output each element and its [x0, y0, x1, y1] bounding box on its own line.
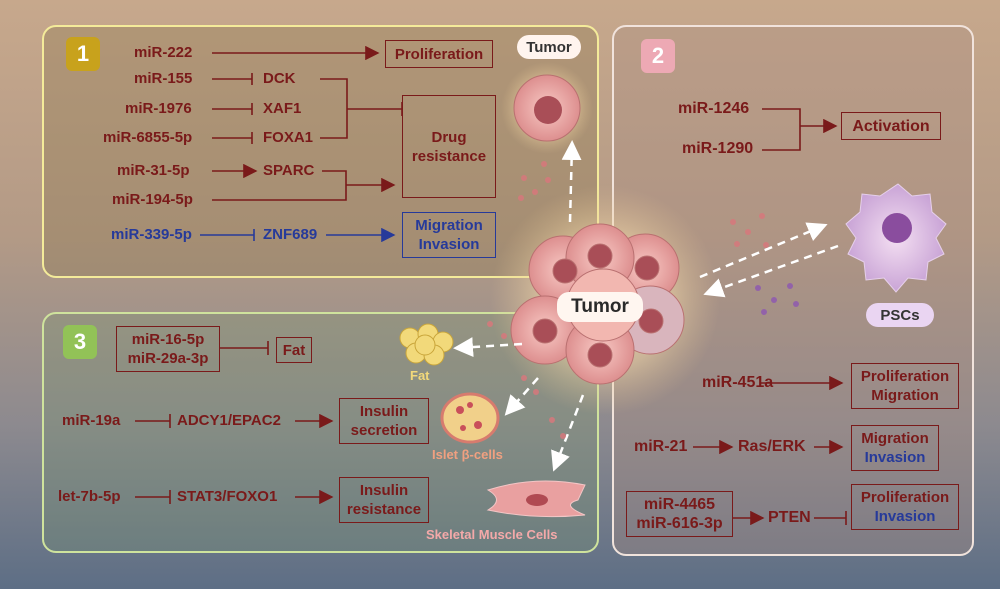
mirna-label: miR-451a	[702, 374, 774, 391]
mirna-label: miR-1976	[125, 100, 192, 117]
outcome-text: Invasion	[418, 236, 480, 253]
outcome-text: Proliferation	[394, 45, 484, 63]
outcome-text: Invasion	[864, 449, 926, 466]
mirna-box: miR-4465 miR-616-3p	[626, 491, 733, 537]
target-label: Ras/ERK	[738, 438, 806, 455]
pscs-label: PSCs	[866, 303, 934, 327]
outcome-text: Fat	[282, 341, 306, 359]
tumor-label: Tumor	[557, 292, 643, 322]
mirna-label: miR-1246	[678, 100, 750, 117]
panel-1-badge: 1	[66, 37, 100, 71]
tumor-label-small: Tumor	[517, 35, 581, 59]
outcome-text: Migration	[861, 430, 929, 447]
mirna-label: miR-339-5p	[111, 226, 192, 243]
panel-1	[42, 25, 599, 278]
outcome-activation: Activation	[841, 112, 941, 140]
mirna-label: miR-222	[134, 44, 193, 61]
outcome-proliferation: Proliferation	[385, 40, 493, 68]
outcome-text: Activation	[852, 117, 930, 135]
islet-cell-icon	[440, 392, 500, 444]
target-label: PTEN	[768, 509, 811, 526]
mirna-label: miR-19a	[62, 412, 121, 429]
mirna-label: miR-4465	[643, 496, 716, 513]
islet-caption: Islet β-cells	[432, 447, 503, 462]
outcome-text: Proliferation	[860, 489, 950, 506]
panel-3-badge: 3	[63, 325, 97, 359]
outcome-text: resistance	[411, 147, 487, 165]
outcome-text: Insulin	[359, 403, 409, 420]
mirna-label: miR-1290	[682, 140, 754, 157]
mirna-label: let-7b-5p	[58, 488, 121, 505]
target-label: STAT3/FOXO1	[177, 488, 278, 505]
outcome-text: resistance	[346, 501, 422, 518]
mirna-label: miR-6855-5p	[103, 129, 193, 146]
mirna-label: miR-29a-3p	[127, 350, 209, 367]
panel-2-badge: 2	[641, 39, 675, 73]
target-label: XAF1	[263, 100, 302, 117]
fat-caption: Fat	[410, 368, 430, 383]
mirna-label: miR-31-5p	[117, 162, 190, 179]
outcome-text: Migration	[871, 387, 939, 404]
mirna-label: miR-155	[134, 70, 193, 87]
outcome-text: Invasion	[874, 508, 936, 525]
target-label: DCK	[263, 70, 296, 87]
target-label: ADCY1/EPAC2	[177, 412, 281, 429]
mirna-label: miR-194-5p	[112, 191, 193, 208]
outcome-text: secretion	[350, 422, 418, 439]
outcome-insulin-resistance: Insulin resistance	[339, 477, 429, 523]
outcome-text: Insulin	[359, 482, 409, 499]
fat-icon	[399, 323, 454, 366]
outcome-insulin-secretion: Insulin secretion	[339, 398, 429, 444]
outcome-fat: Fat	[276, 337, 312, 363]
outcome-text: Migration	[415, 217, 483, 234]
mirna-label: miR-16-5p	[131, 331, 205, 348]
muscle-cell-icon	[486, 480, 586, 518]
target-label: SPARC	[263, 162, 315, 179]
mirna-box: miR-16-5p miR-29a-3p	[116, 326, 220, 372]
target-label: ZNF689	[263, 226, 318, 243]
mirna-label: miR-21	[634, 438, 688, 455]
target-label: FOXA1	[263, 129, 314, 146]
psc-cell-icon	[845, 183, 947, 293]
muscle-caption: Skeletal Muscle Cells	[426, 527, 558, 542]
outcome-text: Proliferation	[860, 368, 950, 385]
outcome-text: Drug	[431, 128, 467, 146]
mirna-label: miR-616-3p	[636, 515, 723, 532]
